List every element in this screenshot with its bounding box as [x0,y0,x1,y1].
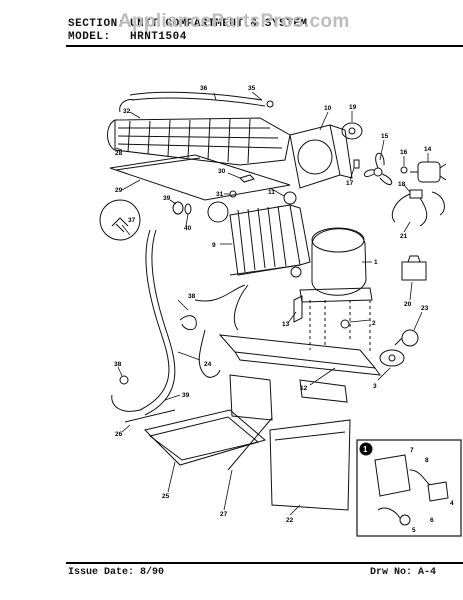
callout-19: 19 [349,104,357,111]
callout-4: 4 [450,500,454,507]
callout-7: 7 [410,447,414,454]
tubing-lines [179,284,249,378]
access-panel [269,419,351,511]
inset-badge-number: 1 [363,445,368,454]
relay [401,255,427,281]
callout-25: 25 [162,493,170,500]
detail-circle [99,199,141,241]
condenser [229,204,311,276]
fitting-40 [184,203,192,215]
callout-21: 21 [400,233,408,240]
callout-31: 31 [216,191,224,198]
callout-10: 10 [324,105,332,112]
model-value: HRNT1504 [130,31,187,43]
callout-labels: 36 35 32 28 29 30 31 10 19 17 15 16 14 1… [114,85,454,534]
leader-lines [115,91,429,516]
fan-blade [363,152,393,185]
section-header: SECTION: UNIT COMPARTMENT & SYSTEM [68,18,308,30]
callout-24: 24 [204,361,212,368]
callout-6: 6 [430,517,434,524]
top-tubing [119,91,274,113]
model-key: MODEL: [68,31,111,43]
clip-part [239,174,255,183]
compressor-grommet [340,319,350,329]
callout-30: 30 [218,168,226,175]
rod-27 [227,417,273,471]
callout-14: 14 [424,146,432,153]
callout-9: 9 [212,242,216,249]
callout-36: 38 [114,361,122,368]
drier [293,295,303,323]
drawing-number: Drw No: A-4 [370,567,437,578]
callout-34: 36 [200,85,208,92]
callout-1: 1 [374,259,378,266]
callout-38: 38 [188,293,196,300]
fan-washer [400,166,408,174]
callout-26: 26 [115,431,123,438]
callout-32: 32 [123,108,131,115]
callout-13: 13 [282,321,290,328]
fan-clip [353,159,360,169]
callout-20: 20 [404,301,412,308]
fan-motor [410,161,447,183]
callout-28: 28 [115,150,123,157]
compressor [290,227,373,303]
callout-37: 39 [182,392,190,399]
overload [394,329,419,347]
callout-23: 23 [421,305,429,312]
section-value: UNIT COMPARTMENT & SYSTEM [130,18,308,30]
callout-8: 8 [425,457,429,464]
callout-17: 17 [346,180,354,187]
fan-bracket [341,122,363,140]
watermark: AppliancePartsPros.com [118,11,350,32]
drain-tube [111,229,176,416]
callout-3: 3 [373,383,377,390]
alignment-lines [309,300,371,352]
fan-shroud [289,124,353,189]
callout-35: 37 [128,217,136,224]
mounting-bracket [379,349,405,367]
callout-16: 16 [400,149,408,156]
callout-22: 22 [286,517,294,524]
callout-11: 11 [268,189,275,196]
issue-date: Issue Date: 8/90 [68,567,165,578]
callout-12: 12 [300,385,308,392]
model-header: MODEL: HRNT1504 [68,31,187,43]
footer-rule [66,562,463,564]
base-rails [218,334,382,421]
grommet-part [283,191,297,205]
drip-plate [109,154,291,201]
inset-detail [356,439,462,537]
callout-18: 18 [398,181,406,188]
callout-33: 35 [248,85,256,92]
header-rule [66,45,463,47]
callout-15: 15 [381,133,389,140]
evaporator-coil [107,117,291,166]
callout-29: 29 [115,187,123,194]
detail-circle-2 [207,201,229,223]
callout-27: 27 [220,511,228,518]
section-key: SECTION: [68,18,125,30]
screw-part [229,190,237,198]
callout-5: 5 [412,527,416,534]
callout-2: 2 [372,320,376,327]
callout-40: 40 [184,225,192,232]
drain-pan [144,409,267,466]
fitting-39 [172,201,184,215]
wire-harness [391,189,445,227]
callout-39: 39 [163,195,171,202]
rod-26 [124,409,176,423]
